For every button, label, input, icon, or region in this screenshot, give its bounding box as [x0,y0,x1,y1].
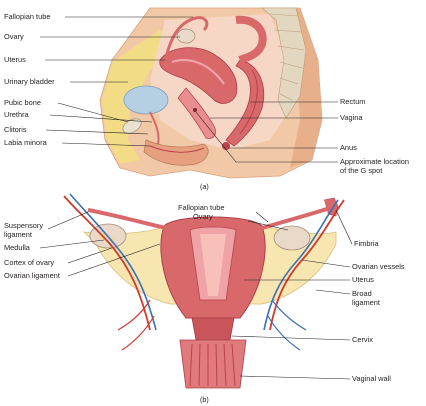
fallopian-tube-a [164,16,209,59]
panel-a-illustration [99,7,323,179]
label-ovarian-vessels: Ovarian vessels [352,262,405,271]
ovarian-artery-left [63,195,151,331]
label-uterus-a: Uterus [4,55,26,64]
label-clitoris: Clitoris [4,125,27,134]
vaginal-wall-shape [179,339,247,389]
caption-b: (b) [200,395,209,404]
label-fimbria: Fimbria [354,239,379,248]
label-suspensory-line1: Suspensory [4,221,44,230]
labia [143,139,209,166]
ovarian-vein-right [263,199,339,331]
label-medulla: Medulla [4,243,30,252]
label-ovary-b: Ovary [193,212,213,221]
ovarian-vein-left [69,193,157,331]
caption-a: (a) [200,182,209,191]
label-urethra: Urethra [4,110,29,119]
label-cervix: Cervix [352,335,373,344]
label-vaginal-wall: Vaginal wall [352,374,391,383]
urinary-bladder [123,85,169,115]
label-g-spot-line2: of the G spot [340,166,383,175]
label-urinary-bladder: Urinary bladder [4,77,55,86]
label-labia-minora: Labia minora [4,138,47,147]
label-vagina: Vagina [340,113,363,122]
ovary-a [176,28,196,44]
leader-lines [39,16,353,380]
label-rectum: Rectum [340,97,366,106]
fallopian-tube-right [261,206,331,230]
label-suspensory-line2: ligament [4,230,32,239]
label-anus: Anus [340,143,357,152]
label-ovary-a: Ovary [4,32,24,41]
g-spot-marker [193,108,197,112]
ovary-right [273,225,311,251]
rectum-shape [225,59,265,147]
label-cortex-of-ovary: Cortex of ovary [4,258,55,267]
abdominal-fat [102,30,180,164]
label-g-spot-line1: Approximate location [340,157,410,166]
label-fallopian-tube-a: Fallopian tube [4,12,51,21]
label-broad-line1: Broad [352,289,372,298]
label-broad-line2: ligament [352,298,380,307]
cervix-shape [191,317,235,341]
label-uterus-b: Uterus [352,275,374,284]
label-pubic-bone: Pubic bone [4,98,41,107]
uterus-shape [159,47,238,104]
label-fallopian-tube-b: Fallopian tube [178,203,225,212]
fallopian-tube-left [87,208,167,230]
panel-b-illustration [63,193,345,389]
label-ovarian-ligament: Ovarian ligament [4,271,60,280]
